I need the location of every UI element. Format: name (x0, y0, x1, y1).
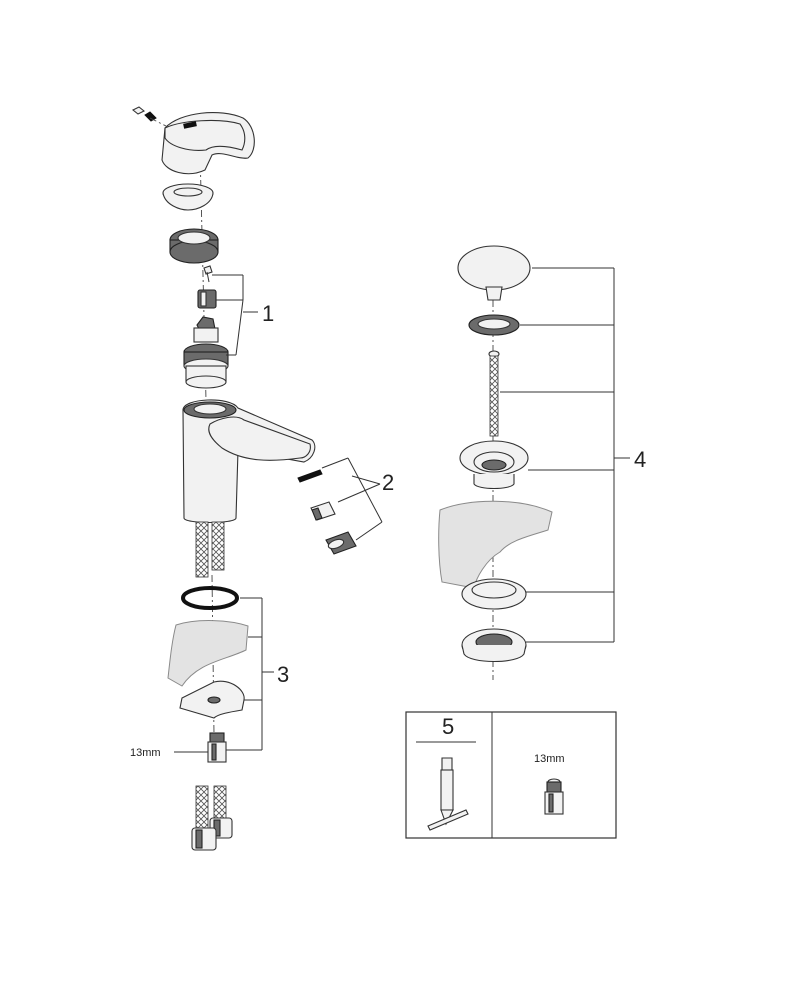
waste-flange (459, 440, 529, 490)
plug-seal-ring (468, 314, 520, 336)
callout-2-leader (321, 457, 383, 541)
callout-4-leader (500, 267, 630, 643)
fixing-stud-nut (207, 732, 227, 763)
hose-end-right (213, 785, 227, 819)
callout-3-leader (226, 597, 274, 751)
callout-4: 4 (634, 447, 646, 472)
cartridge-screw (203, 265, 213, 283)
callout-3: 3 (277, 662, 289, 687)
waste-washer (461, 578, 527, 610)
aerator-housing (325, 531, 357, 555)
pop-up-plug (457, 245, 531, 301)
aerator-gasket (297, 469, 323, 483)
hose-end-left (195, 785, 209, 829)
callout-5: 5 (442, 714, 454, 739)
tool-box: 5 13mm (405, 711, 617, 839)
supply-hose-right (211, 521, 225, 571)
waste-body-nut (461, 628, 527, 662)
base-o-ring (181, 586, 239, 610)
callout-1: 1 (262, 301, 274, 326)
lever-handle (161, 112, 255, 175)
box-nut-size-label: 13mm (534, 753, 565, 765)
faucet-body (182, 399, 316, 524)
waste-basin-section-ghost (438, 500, 553, 589)
hose-nut-size-label: 13mm (130, 747, 161, 759)
cartridge (183, 316, 229, 389)
waste-assembly: 4 (438, 245, 646, 680)
callout-1-leader (212, 274, 258, 356)
aerator-insert (310, 501, 336, 521)
threaded-rod (488, 350, 500, 437)
handle-set-screw (131, 106, 167, 127)
supply-hose-left (195, 521, 209, 578)
cartridge-nut (169, 228, 219, 264)
mounting-bracket (179, 680, 245, 719)
handle-cap (162, 183, 214, 211)
hex-key-tool (427, 757, 469, 831)
cartridge-adapter (197, 289, 217, 309)
faucet-assembly: 1 2 (130, 106, 394, 851)
basin-section-ghost (167, 620, 249, 687)
fixing-nut-tool (544, 778, 564, 815)
hose-connector-nuts (191, 817, 233, 851)
callout-2: 2 (382, 470, 394, 495)
